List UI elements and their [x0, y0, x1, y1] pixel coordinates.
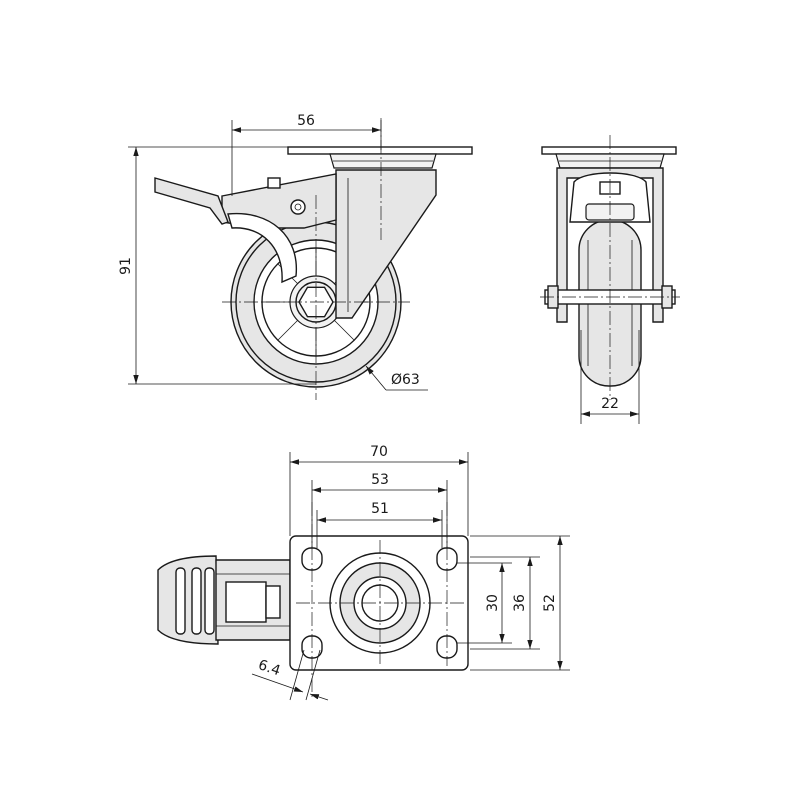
- dim-diameter: Ø63: [365, 365, 428, 391]
- dim-91: 91: [118, 146, 316, 385]
- dim-label-51: 51: [371, 501, 389, 517]
- top-brake-pedal: [157, 555, 219, 645]
- dim-label-diameter: Ø63: [391, 372, 420, 388]
- dim-36: 36: [470, 556, 540, 650]
- dim-70: 70: [289, 444, 469, 536]
- dim-52: 52: [470, 535, 570, 671]
- side-brake: [154, 173, 337, 284]
- dim-label-70: 70: [370, 444, 388, 460]
- top-view: 70 53 51 30 36: [157, 444, 570, 701]
- dim-56: 56: [231, 113, 382, 196]
- dim-53: 53: [311, 472, 448, 548]
- side-top-plate: [287, 146, 473, 155]
- front-view: 22: [540, 135, 680, 424]
- front-fork: [556, 167, 664, 323]
- dim-51: 51: [316, 501, 443, 548]
- dim-22: 22: [580, 330, 640, 424]
- dim-label-22: 22: [601, 396, 619, 412]
- side-fork: [335, 169, 437, 319]
- front-top-plate: [541, 146, 677, 155]
- brake-pedal: [154, 177, 229, 225]
- dim-30: 30: [457, 562, 512, 644]
- dim-6-4: 6.4: [251, 649, 329, 701]
- brake-pivot: [290, 199, 306, 215]
- side-view: 56 91 Ø63: [118, 113, 473, 400]
- dim-label-56: 56: [297, 113, 315, 129]
- dim-label-53: 53: [371, 472, 389, 488]
- dim-label-30: 30: [485, 594, 501, 612]
- dim-label-6-4: 6.4: [256, 657, 282, 679]
- dim-label-52: 52: [542, 594, 558, 612]
- dim-label-91: 91: [118, 257, 134, 275]
- dim-label-36: 36: [512, 594, 528, 612]
